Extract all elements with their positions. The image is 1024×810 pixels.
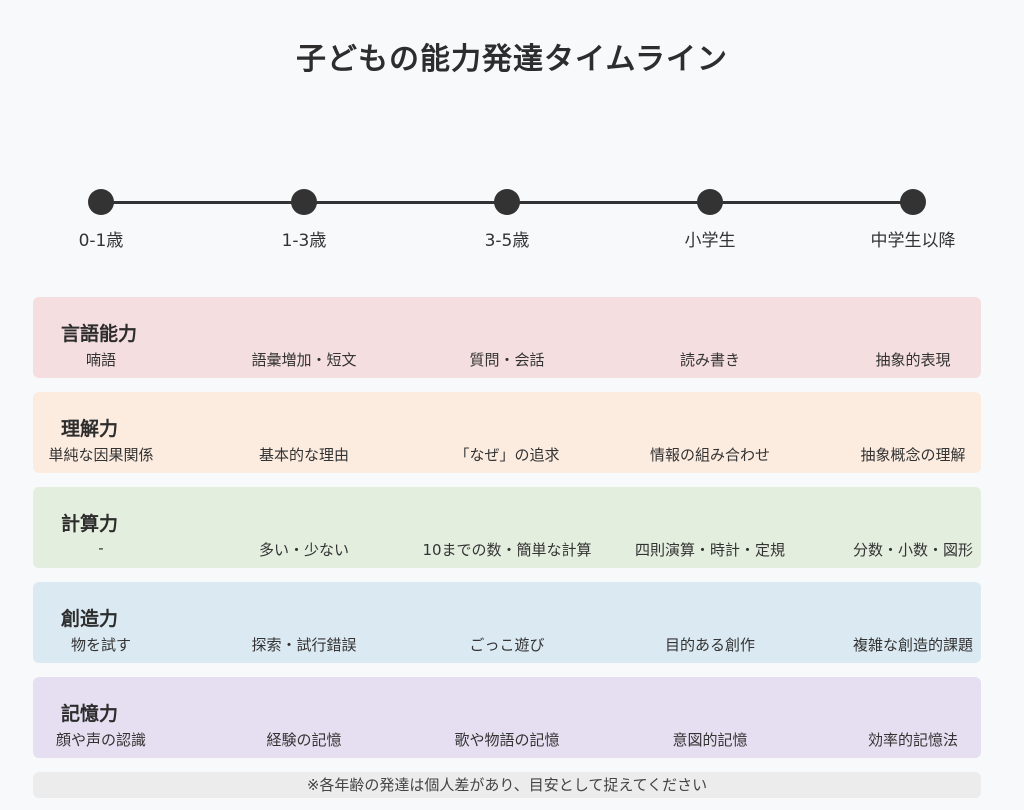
timeline-label: 3-5歳 <box>484 231 530 251</box>
band-item: 情報の組み合わせ <box>649 446 770 464</box>
page-title: 子どもの能力発達タイムライン <box>296 42 728 77</box>
timeline-dot <box>697 189 723 215</box>
band-item: 歌や物語の記憶 <box>454 731 560 749</box>
band-item: 基本的な理由 <box>258 446 349 464</box>
band-item: 抽象的表現 <box>875 351 951 369</box>
band-item: 語彙増加・短文 <box>251 351 357 369</box>
timeline-label: 1-3歳 <box>281 231 327 251</box>
ability-band: 創造力物を試す 探索・試行錯誤 ごっこ遊び 目的ある創作 複雑な創造的課題 <box>33 582 981 663</box>
band-item: 読み書き <box>679 351 740 369</box>
ability-band: 理解力単純な因果関係 基本的な理由 「なぜ」の追求 情報の組み合わせ 抽象概念の理解 <box>33 392 981 473</box>
band-item: 目的ある創作 <box>664 636 755 654</box>
band-item: 探索・試行錯誤 <box>251 636 357 654</box>
band-item: 分数・小数・図形 <box>852 541 973 559</box>
band-title: 言語能力 <box>61 323 138 345</box>
ability-band: 計算力 - 多い・少ない 10までの数・簡単な計算 四則演算・時計・定規 分数・小数・図形 <box>33 487 981 568</box>
band-item: 「なぜ」の追求 <box>454 446 560 464</box>
timeline-label: 小学生 <box>684 231 736 251</box>
band-item: 顔や声の認識 <box>55 731 146 749</box>
band-title: 記憶力 <box>61 703 119 725</box>
band-item: ごっこ遊び <box>469 636 545 654</box>
band-item: 経験の記憶 <box>266 731 342 749</box>
band-item: 質問・会話 <box>469 351 545 369</box>
timeline-dot <box>900 189 926 215</box>
band-item: 効率的記憶法 <box>867 731 958 749</box>
ability-band: 記憶力顔や声の認識 経験の記憶 歌や物語の記憶 意図的記憶 効率的記憶法 <box>33 677 981 758</box>
timeline-label: 中学生以降 <box>870 231 956 251</box>
timeline-dot <box>88 189 114 215</box>
footnote: ※各年齢の発達は個人差があり、目安として捉えてください <box>33 772 981 798</box>
ability-band: 言語能力喃語 語彙増加・短文 質問・会話 読み書き 抽象的表現 <box>33 297 981 378</box>
band-title: 理解力 <box>61 418 119 440</box>
timeline-dot <box>494 189 520 215</box>
band-item: 喃語 <box>85 351 116 369</box>
timeline-label: 0-1歳 <box>78 231 124 251</box>
band-item: 抽象概念の理解 <box>860 446 966 464</box>
band-item: 多い・少ない <box>258 541 349 559</box>
band-item: 四則演算・時計・定規 <box>634 541 785 559</box>
band-item: 物を試す <box>70 636 131 654</box>
band-item: 単純な因果関係 <box>48 446 154 464</box>
band-item: 10までの数・簡単な計算 <box>422 541 592 559</box>
band-title: 創造力 <box>61 608 119 630</box>
band-item: 意図的記憶 <box>672 731 748 749</box>
timeline-dot <box>291 189 317 215</box>
age-timeline: 0-1歳 1-3歳 3-5歳 小学生 中学生以降 <box>0 0 1024 280</box>
band-title: 計算力 <box>61 513 119 535</box>
band-item: 複雑な創造的課題 <box>852 636 973 654</box>
band-item: - <box>98 539 104 557</box>
